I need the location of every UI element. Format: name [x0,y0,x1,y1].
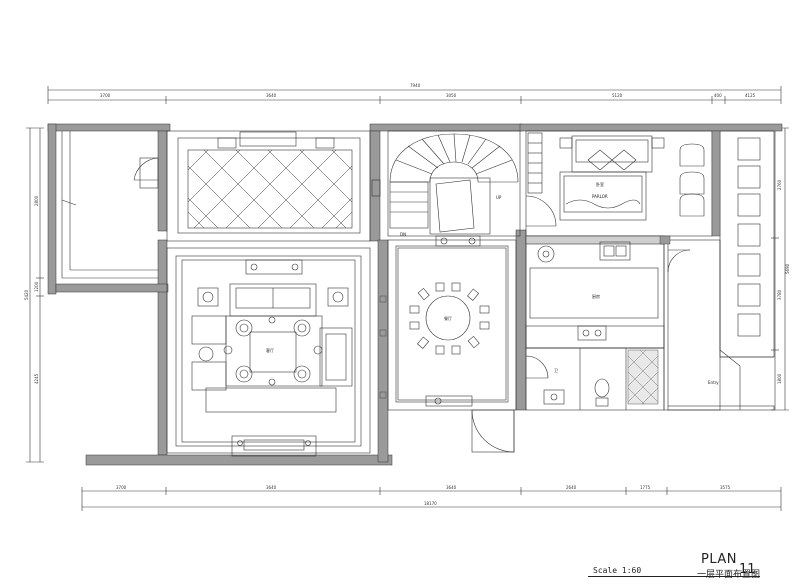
foyer-diamond-pattern [187,149,353,229]
plan-title: PLAN [701,552,737,567]
terrace-pavers [667,130,775,411]
stair-down-note: DN [400,232,406,237]
top-dimension-3: 3050 [446,93,457,98]
living-room-label: 客厅 [266,347,274,353]
bottom-dimension-5: 1775 [640,485,651,490]
shower-tile-grid [627,349,659,405]
dining-room [387,239,517,411]
living-fireplace [231,435,317,457]
entry-porch [61,131,158,279]
right-dimension-3: 1800 [777,373,782,384]
staircase [387,130,521,237]
top-dimension-1: 3700 [100,93,111,98]
bottom-dimension-1: 3700 [116,485,127,490]
left-total-dimension: 5420 [24,289,29,300]
left-dimension-2: 1200 [34,281,39,292]
front-door [471,409,515,453]
exterior-walls [47,123,783,466]
right-dimension-1: 2760 [777,179,782,190]
left-dimension-3: 4245 [34,373,39,384]
kitchen [525,235,665,349]
top-dimension-5: 400 [714,93,722,98]
bedroom-sublabel: PARLOR [592,194,608,199]
dining-sideboard [425,235,481,407]
title-underline [588,576,760,577]
bottom-dimension-chain [81,487,782,511]
sheet-number: 11 [739,562,756,577]
side-corridor-note: Entry [708,380,719,385]
entry-door [133,157,159,189]
bottom-dimension-4: 2640 [566,485,577,490]
left-dimension-1: 2800 [34,195,39,206]
living-rug [223,315,323,387]
top-dimension-4: 5120 [612,93,623,98]
scale-label: Scale 1:60 [593,566,642,575]
side-corridor [663,239,741,411]
top-dimension-6: 4125 [745,93,756,98]
kitchen-label: 厨房 [592,293,600,299]
bedroom-armchairs [679,143,705,217]
right-total-dimension: 5690 [785,263,790,274]
bedroom-label: 卧室 [596,181,604,187]
top-dimension-2: 3640 [266,93,277,98]
right-dimension-2: 3780 [777,289,782,300]
bathroom-label: 卫 [554,368,558,373]
left-dimension-chain [26,127,44,463]
wall-markers [379,130,721,399]
plan-subtitle: 一层平面布置图 [697,570,761,580]
stair-up-note: UP [496,195,502,200]
bottom-dimension-3: 3640 [446,485,457,490]
shower-tile [627,349,659,405]
dining-room-label: 餐厅 [444,315,452,321]
foyer-area [166,130,381,242]
bedroom-bed [559,135,665,221]
top-dimension-chain [47,86,782,104]
dining-table [409,282,490,355]
tv-cabinet [245,259,303,275]
bottom-dimension-2: 3640 [266,485,277,490]
living-room [166,247,371,454]
top-total-dimension: 7940 [410,83,421,88]
bottom-dimension-6: 3575 [720,485,731,490]
bottom-total-dimension: 18170 [424,501,437,506]
